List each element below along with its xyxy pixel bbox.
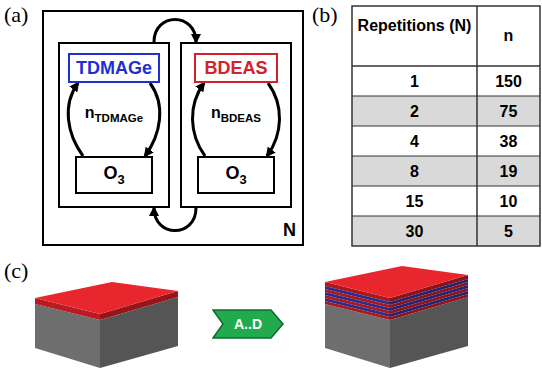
- table-cell: 8: [356, 162, 473, 181]
- cycle-arrow: [267, 83, 280, 156]
- table-header: Repetitions (N): [356, 16, 473, 35]
- table-cell: 5: [479, 222, 538, 241]
- table-cell: 38: [479, 132, 538, 151]
- table-header: n: [479, 26, 538, 45]
- node-text: nBDEAS: [182, 104, 290, 124]
- table-cell: 150: [479, 72, 538, 91]
- table-cell: 4: [356, 132, 473, 151]
- repeat-box: NnTDMAGe TDMAGeO3 nBDEAS BDEAS O3: [42, 10, 304, 246]
- table-cell: 75: [479, 102, 538, 121]
- process-arrow: A..D: [212, 309, 284, 339]
- panel-label: (c): [4, 258, 44, 284]
- table-cell: 1: [356, 72, 473, 91]
- cycle-arrow: [192, 83, 205, 156]
- substrate-slab: [35, 282, 178, 368]
- table-grid: [352, 6, 540, 246]
- ozone-box: O3: [197, 156, 275, 194]
- precursor-box: TDMAGe: [68, 53, 160, 83]
- node-text: TDMAGe: [76, 58, 152, 79]
- precursor-cycle-box: nBDEAS BDEAS O3: [180, 42, 292, 208]
- cycle-arrow: [154, 208, 196, 231]
- table-cell: 15: [356, 192, 473, 211]
- table-cell: 30: [356, 222, 473, 241]
- node-text: O3: [225, 163, 246, 187]
- node-text: A..D: [234, 316, 262, 332]
- table-cell: 2: [356, 102, 473, 121]
- cycle-arrow: [145, 83, 160, 156]
- ozone-box: O3: [75, 156, 153, 194]
- panel-label: (b): [312, 2, 352, 28]
- cycle-arrow: [68, 83, 83, 156]
- node-text: BDEAS: [204, 58, 267, 79]
- node-text: N: [283, 220, 296, 241]
- precursor-box: BDEAS: [194, 53, 278, 83]
- panel-label: (a): [4, 2, 44, 28]
- table-cell: 10: [479, 192, 538, 211]
- table-cell: 19: [479, 162, 538, 181]
- node-text: O3: [103, 163, 124, 187]
- precursor-cycle-box: nTDMAGe TDMAGeO3: [58, 42, 170, 208]
- node-text: nTDMAGe: [60, 104, 168, 124]
- cycle-arrow: [154, 20, 196, 43]
- multilayer-slab: [325, 266, 468, 368]
